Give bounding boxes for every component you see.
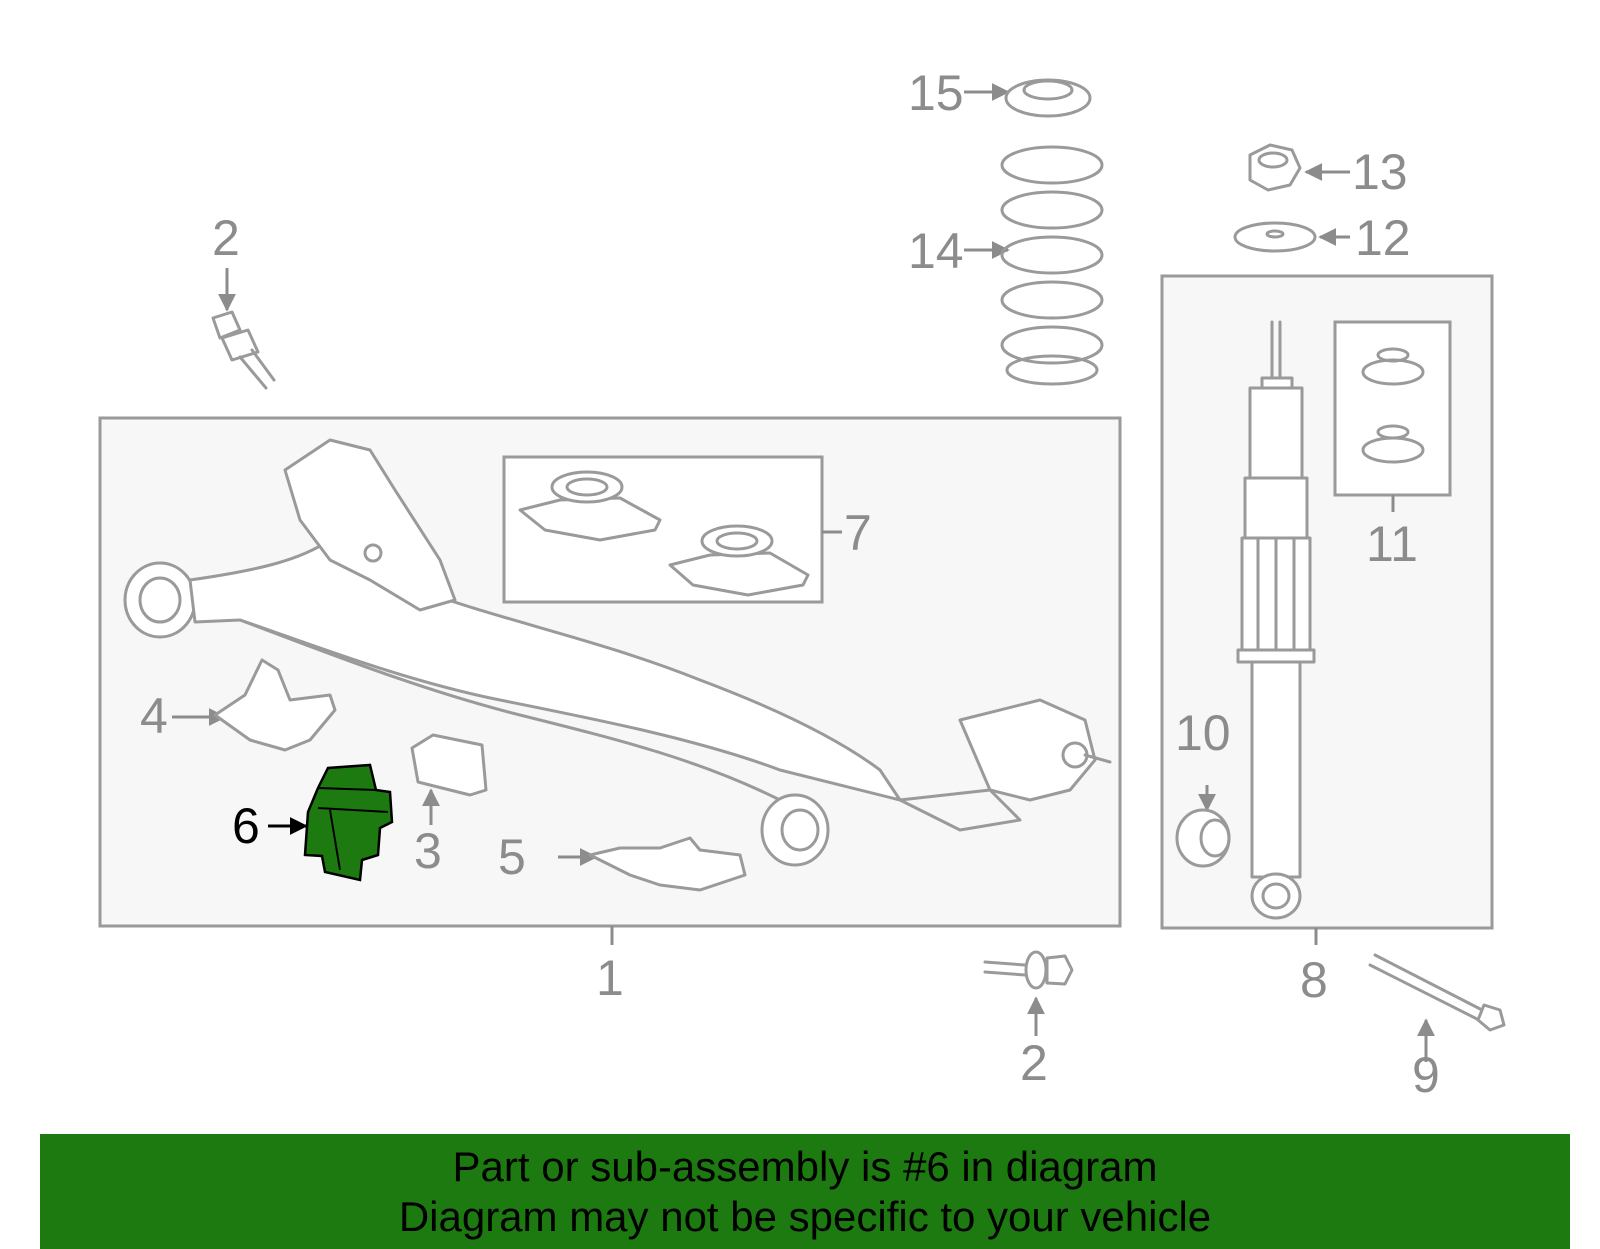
bolt-bottom-drawing xyxy=(983,950,1074,1036)
callout-13: 13 xyxy=(1352,144,1408,200)
info-banner: Part or sub-assembly is #6 in diagram Di… xyxy=(40,1134,1570,1249)
callout-15: 15 xyxy=(908,65,964,121)
callout-11: 11 xyxy=(1366,516,1418,572)
bushing-10-drawing xyxy=(1175,785,1231,868)
callout-1: 1 xyxy=(596,950,624,1006)
bracket-4-drawing xyxy=(172,658,337,752)
callout-10: 10 xyxy=(1175,705,1231,761)
axle-beam-drawing xyxy=(123,438,1112,867)
upper-seat-15-drawing xyxy=(964,78,1092,118)
bracket-5-drawing xyxy=(558,836,747,892)
banner-line-1: Part or sub-assembly is #6 in diagram xyxy=(452,1142,1158,1190)
callout-3: 3 xyxy=(414,823,442,879)
callout-8: 8 xyxy=(1300,952,1328,1008)
mount-kit-11-drawing xyxy=(1361,347,1425,464)
callout-6: 6 xyxy=(232,798,260,854)
callout-2-bottom: 2 xyxy=(1020,1035,1048,1091)
callout-5: 5 xyxy=(498,829,526,885)
coil-spring-14-drawing xyxy=(964,145,1104,386)
callout-4: 4 xyxy=(140,688,168,744)
callout-14: 14 xyxy=(908,223,964,279)
callout-12: 12 xyxy=(1355,210,1411,266)
callout-9: 9 xyxy=(1412,1047,1440,1103)
shock-absorber-drawing xyxy=(1236,320,1316,920)
callout-2-top: 2 xyxy=(212,210,240,266)
banner-line-2: Diagram may not be specific to your vehi… xyxy=(398,1192,1212,1240)
washer-12-drawing xyxy=(1233,221,1350,253)
bolt-9-drawing xyxy=(1368,953,1506,1062)
callout-7: 7 xyxy=(844,505,872,561)
bushing-3-drawing xyxy=(410,733,488,825)
nut-13-drawing xyxy=(1248,143,1350,192)
mount-6-highlight xyxy=(268,763,394,882)
spring-seat-drawing xyxy=(518,470,810,597)
bolt-top-drawing xyxy=(211,268,276,390)
mount-kit-box xyxy=(1333,320,1452,497)
